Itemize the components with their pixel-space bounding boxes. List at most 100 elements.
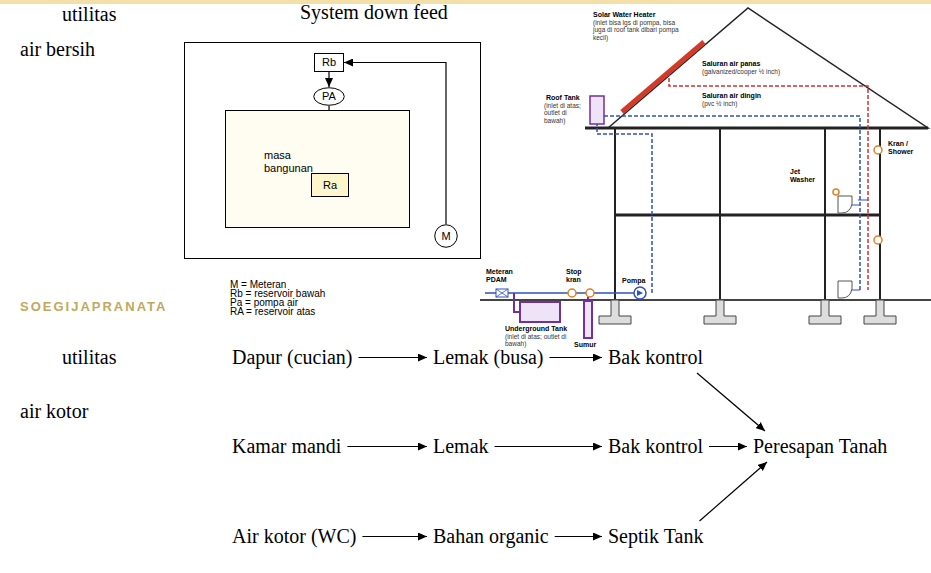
reservoir-box: Rb xyxy=(314,53,344,72)
drawing-rect xyxy=(584,301,592,338)
drawing-rect xyxy=(520,302,560,322)
text-group: M xyxy=(441,230,450,243)
drawing-line xyxy=(585,127,928,130)
drawing-path xyxy=(599,300,631,324)
label-text: Underground Tank xyxy=(505,325,567,333)
node-text: masa bangunan xyxy=(264,149,326,175)
flow-arrow xyxy=(347,446,427,447)
drawing-circle xyxy=(634,287,646,299)
label-text: Jet Washer xyxy=(790,168,820,184)
node-text: Bak kontrol xyxy=(608,435,703,458)
ellipse-shape xyxy=(314,88,345,106)
flow-text: Dapur (cucian) xyxy=(232,346,353,369)
pump-circle: PA xyxy=(313,87,345,106)
text-group: Lemak xyxy=(433,435,489,458)
label-text: Meteran PDAM xyxy=(486,268,522,284)
flow-arrow xyxy=(700,462,768,521)
drawing-circle xyxy=(833,189,839,195)
flow-arrow xyxy=(359,357,428,358)
label-text: (inlet bisa lgs di pompa, bisa juga di r… xyxy=(593,19,681,41)
flow-text: Bak kontrol xyxy=(608,435,703,458)
flow-text: Lemak xyxy=(433,435,489,458)
drawing-line xyxy=(824,128,826,300)
node-text: Lemak xyxy=(433,435,489,458)
drawing-path xyxy=(669,72,868,290)
node-text: Bak kontrol xyxy=(608,346,703,369)
flow-text: Air kotor (WC) xyxy=(232,525,356,548)
flow-text: Septik Tank xyxy=(608,525,703,548)
drawing-circle xyxy=(568,289,576,297)
flow-text: Kamar mandi xyxy=(232,435,341,458)
node-text: Peresapan Tanah xyxy=(753,435,887,458)
label-text: air kotor xyxy=(20,400,88,423)
node-text: Septik Tank xyxy=(608,525,703,548)
text-group: PA xyxy=(322,90,336,103)
label-text: air bersih xyxy=(20,38,95,61)
flow-arrow xyxy=(362,536,427,537)
drawing-path xyxy=(704,300,736,324)
drawing-rect xyxy=(590,96,604,124)
node-text: Dapur (cucian) xyxy=(232,346,353,369)
drawing-circle xyxy=(874,146,882,154)
text-group: Rb xyxy=(322,56,336,69)
drawing-rect xyxy=(496,289,508,297)
node-text: Ra xyxy=(323,179,337,192)
drawing-path xyxy=(838,281,852,298)
drawing-rect xyxy=(185,43,481,259)
node-text: Rb xyxy=(322,56,336,69)
node-text: PA xyxy=(322,90,336,103)
drawing-path xyxy=(850,200,868,290)
label-text: utilitas xyxy=(62,346,116,369)
text-group: Septik Tank xyxy=(608,525,703,548)
drawing-path xyxy=(597,124,652,293)
drawing-line xyxy=(615,214,880,217)
drawing-path xyxy=(496,289,508,297)
flow-arrow xyxy=(555,536,602,537)
text-group: Peresapan Tanah xyxy=(753,435,887,458)
drawing-rect xyxy=(0,0,931,4)
meter-circle: M xyxy=(434,224,458,248)
flow-arrow xyxy=(328,72,329,87)
drawing-line xyxy=(622,42,704,112)
text-group: Air kotor (WC) xyxy=(232,525,356,548)
node-text: Bahan organic xyxy=(433,525,549,548)
text-group: Bak kontrol xyxy=(608,346,703,369)
text-group: Ra xyxy=(323,179,337,192)
flow-arrow xyxy=(495,446,603,447)
text-group: Kamar mandi xyxy=(232,435,341,458)
drawing-circle xyxy=(874,236,882,244)
drawing-path xyxy=(838,196,852,213)
node-text: Kamar mandi xyxy=(232,435,341,458)
text-group: Bahan organic xyxy=(433,525,549,548)
label-text: Saluran air panas xyxy=(702,60,760,68)
drawing-path xyxy=(809,300,841,324)
label-text: (galvanized/cooper ½ inch) xyxy=(702,68,780,75)
drawing-line xyxy=(719,128,721,300)
label-text: Kran / Shower xyxy=(888,140,928,156)
label-text: Stop kran xyxy=(566,268,596,284)
flow-arrow xyxy=(709,446,747,447)
node-text: M xyxy=(441,230,450,243)
flow-text: Bak kontrol xyxy=(608,346,703,369)
label-text: (pvc ½ inch) xyxy=(702,100,737,107)
flow-text: Lemak (busa) xyxy=(433,346,544,369)
drawing-line xyxy=(614,128,616,300)
text-group: Bak kontrol xyxy=(608,435,703,458)
house xyxy=(480,8,931,338)
ellipse-shape xyxy=(435,225,458,248)
text-group: Dapur (cucian) xyxy=(232,346,353,369)
drawing-line xyxy=(480,299,931,301)
label-text: Roof Tank xyxy=(546,94,580,102)
node-text: Air kotor (WC) xyxy=(232,525,356,548)
label-text: Pompa xyxy=(622,277,645,285)
node-text: Lemak (busa) xyxy=(433,346,544,369)
flow-text: Peresapan Tanah xyxy=(753,435,887,458)
label-text: Solar Water Heater xyxy=(593,11,655,19)
drawing-path xyxy=(587,297,589,301)
label-text: RA = reservoir atas xyxy=(230,306,315,318)
building-box: masa bangunanRa xyxy=(225,110,410,228)
label-text: (inlet di atas; outlet di bawah) xyxy=(505,333,569,348)
label-text: (inlet di atas; outlet di bawah) xyxy=(544,102,588,124)
diagram-title: System down feed xyxy=(300,1,448,24)
